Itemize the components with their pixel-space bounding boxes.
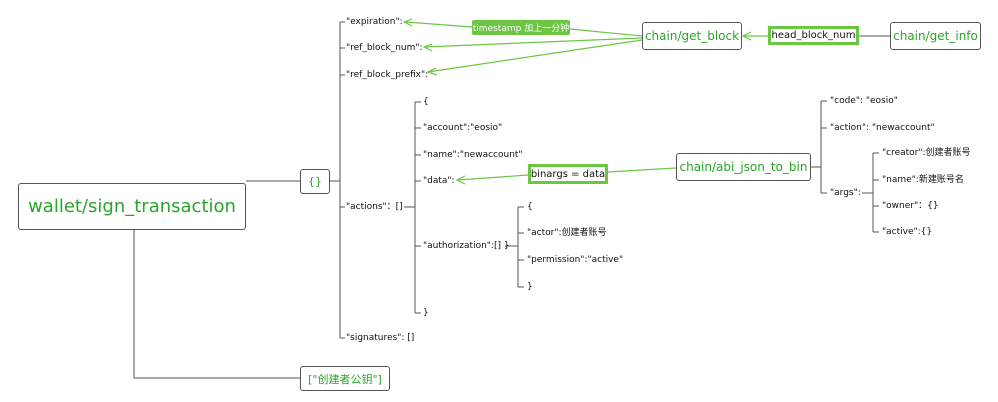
binargs-annotation: binargs = data [528,164,608,184]
get-info-node[interactable]: chain/get_info [890,22,981,50]
args-owner: "owner"：{} [882,201,939,211]
field-expiration: "expiration": [346,17,403,27]
action-data: "data": [423,176,455,186]
creator-pubkey-node[interactable]: ["创建者公钥"] [300,366,390,391]
get-block-node[interactable]: chain/get_block [642,22,742,50]
auth-actor: "actor":创建者账号 [527,228,607,238]
action-close-brace: } [423,308,429,318]
field-actions: "actions"：[] [346,202,403,212]
args-name: "name":新建账号名 [882,175,964,185]
abi-code: "code": "eosio" [830,96,898,106]
field-ref-block-prefix: "ref_block_prefix": [346,70,429,80]
action-name: "name":"newaccount" [423,150,523,160]
auth-close-brace: } [527,282,533,292]
root-node-sign-transaction[interactable]: wallet/sign_transaction [18,183,246,230]
args-creator: "creator":创建者账号 [882,148,971,158]
timestamp-annotation: timestamp 加上一分钟 [472,20,570,35]
action-authorization: "authorization":[] } [423,241,510,251]
auth-permission: "permission":"active" [527,255,624,265]
abi-action: "action": "newaccount" [830,123,935,133]
transaction-object-node[interactable]: {} [300,169,330,194]
head-block-num-annotation: head_block_num [768,26,859,45]
action-open-brace: { [423,97,429,107]
field-ref-block-num: "ref_block_num": [346,43,423,53]
abi-args: "args": [830,188,861,198]
args-active: "active":{} [882,227,933,237]
abi-json-to-bin-node[interactable]: chain/abi_json_to_bin [676,153,811,181]
auth-open-brace: { [527,202,533,212]
action-account: "account":"eosio" [423,123,503,133]
field-signatures: "signatures": [] [346,333,415,343]
